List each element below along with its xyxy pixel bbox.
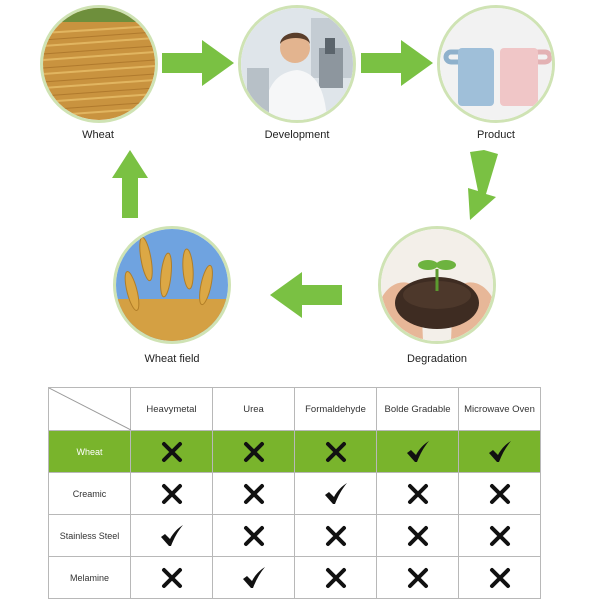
mark-cell: X (376, 556, 459, 599)
mark-cell: X (212, 472, 295, 515)
mark-value: X (254, 549, 255, 550)
mark-value: X (172, 591, 173, 592)
mark-value: X (172, 507, 173, 508)
mark-cell: X (376, 472, 459, 515)
mark-value: X (500, 507, 501, 508)
mark-cell: X (130, 556, 213, 599)
mark-value: X (500, 549, 501, 550)
wheat-field-image (113, 226, 231, 344)
mark-value: X (254, 507, 255, 508)
node-label-wheat: Wheat (82, 129, 114, 141)
arrow-right-icon (162, 40, 234, 86)
mark-value: ✓ (418, 465, 419, 466)
mark-cell: X (212, 514, 295, 557)
column-header: Formaldehyde (294, 387, 377, 431)
table-row: Wheat X X X ✓ ✓ (48, 430, 541, 473)
table-row: Creamic X X ✓ X X (48, 472, 541, 515)
node-label-product: Product (477, 129, 515, 141)
check-icon (324, 482, 347, 504)
arrow-left-icon (270, 272, 342, 318)
mark-value: ✓ (254, 591, 255, 592)
cross-icon (407, 567, 428, 588)
arrow-right-icon (361, 40, 433, 86)
table-row: Melamine X ✓ X X X (48, 556, 541, 599)
mark-cell: X (294, 556, 377, 599)
comparison-table: Heavymetal Urea Formaldehyde Bolde Grada… (48, 387, 541, 599)
cross-icon (161, 483, 182, 504)
column-header: Microwave Oven (458, 387, 541, 431)
column-header: Heavymetal (130, 387, 213, 431)
mark-cell: X (130, 472, 213, 515)
cross-icon (243, 483, 264, 504)
cross-icon (161, 567, 182, 588)
check-icon (488, 440, 511, 462)
development-image (238, 5, 356, 123)
mark-cell: X (294, 514, 377, 557)
cross-icon (407, 525, 428, 546)
mark-cell: X (212, 430, 295, 473)
mark-cell: X (458, 556, 541, 599)
mark-value: X (418, 549, 419, 550)
mark-value: X (418, 591, 419, 592)
mark-cell: ✓ (130, 514, 213, 557)
cross-icon (325, 567, 346, 588)
mark-cell: ✓ (212, 556, 295, 599)
table-row: Stainless Steel ✓ X X X X (48, 514, 541, 557)
mark-cell: ✓ (376, 430, 459, 473)
mark-value: X (336, 591, 337, 592)
degradation-image (378, 226, 496, 344)
arrow-down-left-icon (468, 150, 498, 220)
cross-icon (161, 441, 182, 462)
mark-value: X (336, 465, 337, 466)
row-header: Wheat (48, 430, 131, 473)
mark-value: X (336, 549, 337, 550)
table-corner-cell (48, 387, 131, 431)
row-header: Melamine (48, 556, 131, 599)
mark-cell: X (130, 430, 213, 473)
mark-value: X (418, 507, 419, 508)
cross-icon (325, 525, 346, 546)
product-image (437, 5, 555, 123)
mark-value: ✓ (172, 549, 173, 550)
node-label-degradation: Degradation (407, 353, 467, 365)
table-header-row: Heavymetal Urea Formaldehyde Bolde Grada… (48, 387, 541, 431)
node-label-development: Development (264, 129, 330, 141)
column-header: Bolde Gradable (376, 387, 459, 431)
cross-icon (243, 525, 264, 546)
wheat-image (40, 5, 158, 123)
mark-cell: ✓ (458, 430, 541, 473)
mark-cell: ✓ (294, 472, 377, 515)
cross-icon (407, 483, 428, 504)
cross-icon (489, 483, 510, 504)
row-header: Stainless Steel (48, 514, 131, 557)
mark-value: X (254, 465, 255, 466)
cross-icon (489, 525, 510, 546)
check-icon (406, 440, 429, 462)
node-label-wheat-field: Wheat field (144, 353, 200, 365)
check-icon (160, 524, 183, 546)
mark-value: X (172, 465, 173, 466)
row-header: Creamic (48, 472, 131, 515)
mark-cell: X (458, 472, 541, 515)
mark-cell: X (294, 430, 377, 473)
check-icon (242, 566, 265, 588)
mark-value: X (500, 591, 501, 592)
mark-cell: X (376, 514, 459, 557)
column-header: Urea (212, 387, 295, 431)
cross-icon (325, 441, 346, 462)
mark-value: ✓ (336, 507, 337, 508)
mark-cell: X (458, 514, 541, 557)
cross-icon (489, 567, 510, 588)
cross-icon (243, 441, 264, 462)
mark-value: ✓ (500, 465, 501, 466)
arrow-up-icon (112, 150, 148, 218)
